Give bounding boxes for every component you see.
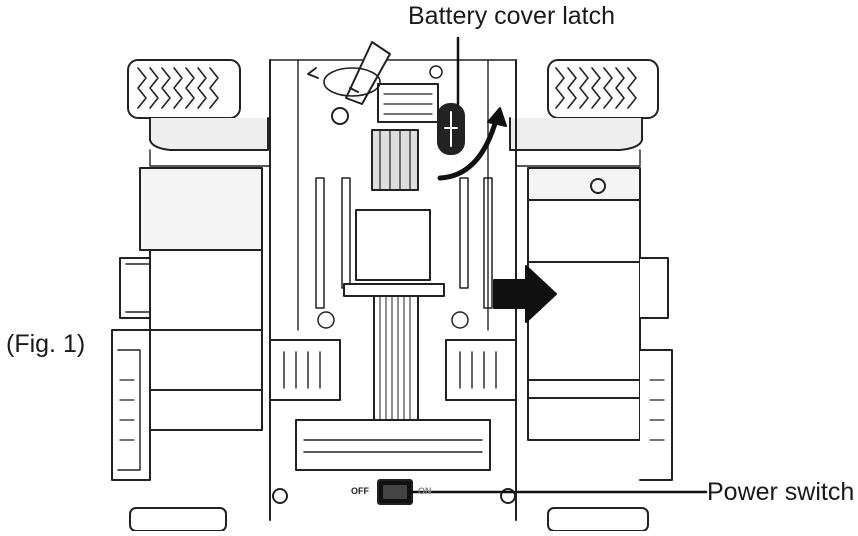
latch-rotate-arrowhead bbox=[487, 107, 507, 127]
slide-direction-arrow bbox=[493, 265, 557, 323]
chassis-frame bbox=[149, 59, 641, 521]
left-bracket bbox=[269, 339, 341, 401]
left-battery-pack bbox=[111, 167, 263, 481]
bottom-axle bbox=[272, 419, 516, 504]
latch-connector bbox=[343, 83, 445, 297]
power-switch[interactable] bbox=[377, 479, 413, 505]
top-right-wheel bbox=[509, 59, 659, 151]
latch-rotate-arrow bbox=[437, 117, 499, 181]
battery-cover-latch-label: Battery cover latch bbox=[408, 2, 616, 30]
figure-number-label: (Fig. 1) bbox=[6, 330, 86, 358]
switch-off-text: OFF bbox=[351, 486, 369, 496]
power-switch-label: Power switch bbox=[707, 478, 855, 506]
bottom-wheels bbox=[129, 507, 649, 532]
right-battery-pack bbox=[527, 167, 673, 481]
center-plate-slots bbox=[315, 65, 493, 329]
top-left-wheel bbox=[127, 59, 269, 151]
right-bracket bbox=[445, 339, 517, 401]
switch-on-text: ON bbox=[418, 486, 432, 496]
screwdriver-icon bbox=[307, 41, 391, 125]
latch-knob[interactable] bbox=[437, 103, 465, 155]
